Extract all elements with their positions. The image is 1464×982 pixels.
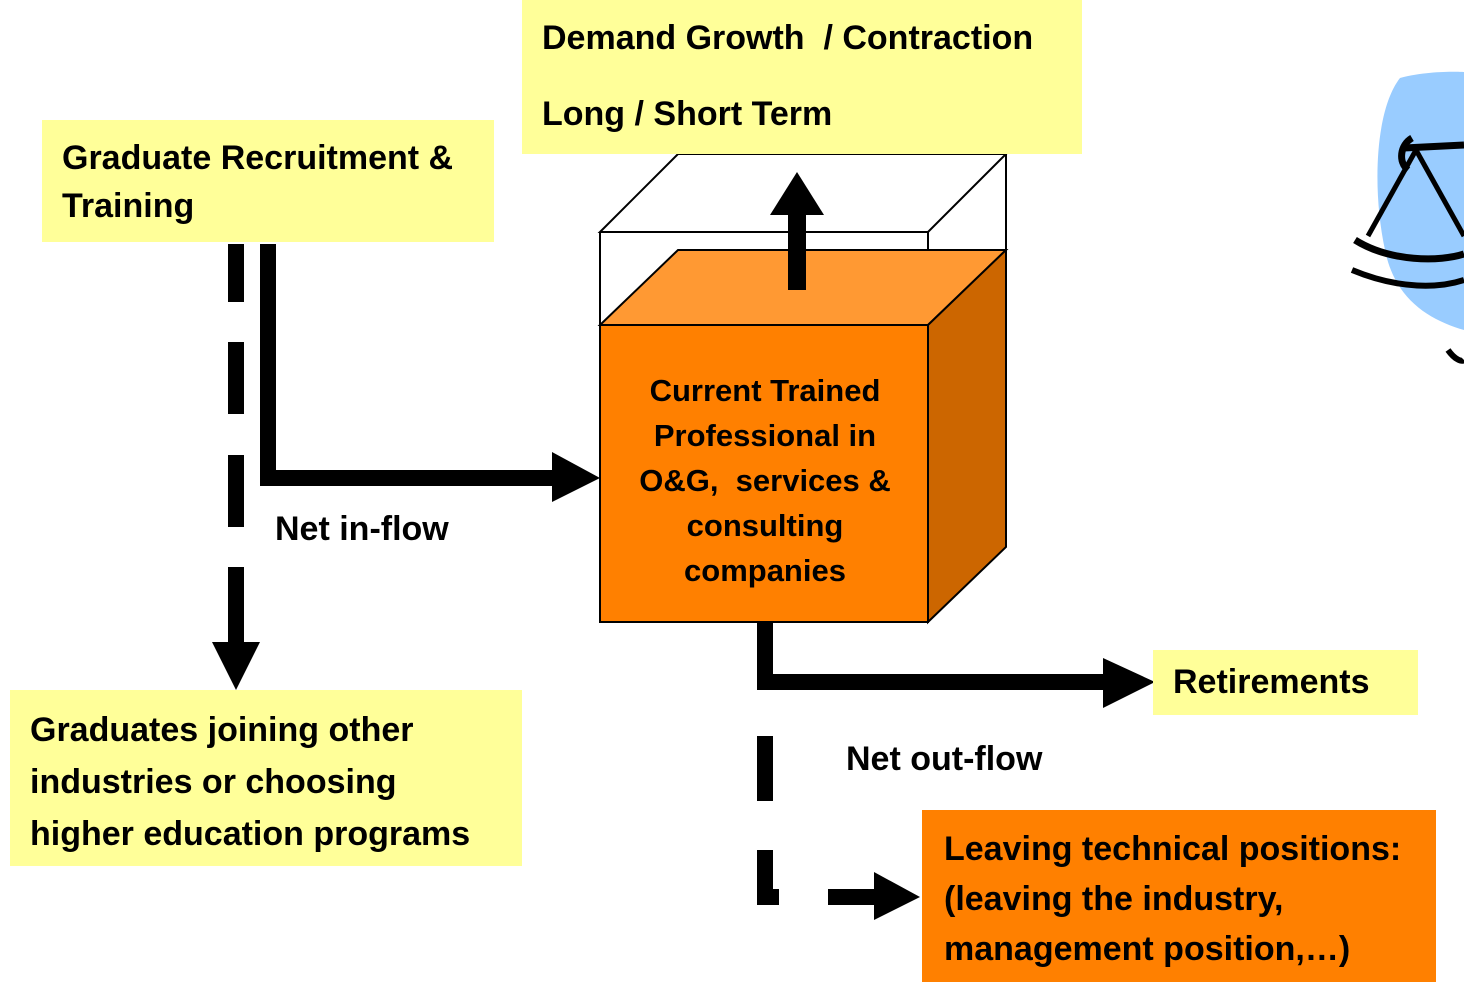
recruitment-box: Graduate Recruitment & Training bbox=[42, 120, 494, 242]
graduates-other-line2: industries or choosing bbox=[30, 763, 397, 801]
retirements-box: Retirements bbox=[1153, 650, 1418, 715]
graduates-other-box: Graduates joining other industries or ch… bbox=[10, 690, 522, 866]
inflow-arrow bbox=[260, 244, 600, 502]
cube-label: Current Trained Professional in O&G, ser… bbox=[600, 368, 930, 593]
recruitment-line1: Graduate Recruitment & bbox=[62, 139, 454, 177]
demand-arrow bbox=[770, 172, 824, 290]
graduates-other-line3: higher education programs bbox=[30, 815, 471, 853]
retirements-arrow bbox=[757, 622, 1155, 708]
cube-line1: Current Trained bbox=[649, 373, 881, 408]
retirements-text: Retirements bbox=[1173, 663, 1370, 701]
workforce-cube bbox=[597, 247, 1009, 625]
graduates-dashed-arrow bbox=[212, 244, 260, 690]
cube-line4: consulting bbox=[686, 508, 844, 543]
leaving-line3: management position,…) bbox=[944, 930, 1351, 968]
cube-line5: companies bbox=[684, 553, 846, 588]
demand-line2: Long / Short Term bbox=[542, 95, 833, 133]
demand-box: Demand Growth / Contraction Long / Short… bbox=[522, 0, 1082, 154]
cube-line2: Professional in bbox=[653, 418, 877, 453]
net-inflow-label: Net in-flow bbox=[275, 510, 449, 548]
graduates-other-line1: Graduates joining other bbox=[30, 711, 414, 749]
leaving-line1: Leaving technical positions: bbox=[944, 830, 1402, 868]
net-outflow-label: Net out-flow bbox=[846, 740, 1043, 778]
balance-scale-icon bbox=[1350, 71, 1464, 364]
recruitment-line2: Training bbox=[62, 187, 195, 225]
demand-line1: Demand Growth / Contraction bbox=[542, 19, 1034, 57]
leaving-line2: (leaving the industry, bbox=[944, 880, 1284, 918]
leaving-box: Leaving technical positions: (leaving th… bbox=[922, 810, 1436, 982]
cube-line3: O&G, services & bbox=[639, 463, 891, 498]
leaving-dashed-arrow bbox=[757, 736, 920, 920]
